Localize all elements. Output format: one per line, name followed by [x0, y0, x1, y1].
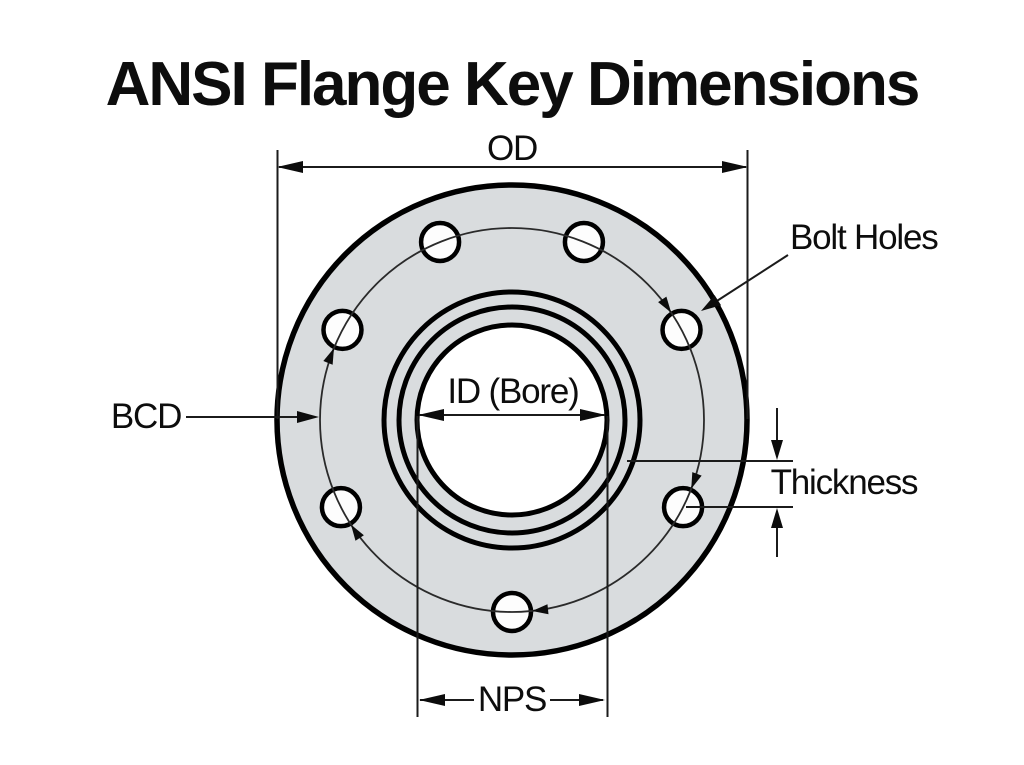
bcd-arc-arrowhead [323, 348, 334, 365]
dimension-annotations: OD ID (Bore) NPS BCD Bolt Holes [111, 129, 940, 719]
page-title: ANSI Flange Key Dimensions [106, 50, 919, 119]
bcd-arc-arrowhead [691, 472, 702, 489]
nps-arrowhead-left [419, 694, 445, 706]
id-arrowhead-left [418, 409, 444, 421]
bcd-arc-arrowhead [658, 296, 672, 313]
bore-circle [414, 322, 610, 518]
nps-label: NPS [478, 680, 546, 719]
bolt-holes-leader-arrowhead [701, 295, 722, 311]
thickness-label: Thickness [771, 463, 918, 502]
thickness-arrowhead-bottom [771, 508, 783, 528]
bolt-holes-leader-line [705, 254, 789, 309]
bcd-label: BCD [111, 397, 181, 436]
bcd-arc-arrowhead [532, 604, 549, 615]
thickness-arrowhead-top [771, 440, 783, 460]
bcd-arc-arrowhead [350, 524, 364, 541]
raised-face-ring-1 [381, 289, 643, 551]
od-arrowhead-left [277, 161, 303, 173]
id-arrowhead-right [580, 409, 606, 421]
bolt-circle-line [319, 227, 705, 613]
flange-body [274, 182, 750, 658]
od-arrowhead-right [722, 161, 748, 173]
od-label: OD [487, 129, 537, 168]
nps-arrowhead-right [579, 694, 605, 706]
id-bore-label: ID (Bore) [447, 372, 578, 411]
bolt-holes-label: Bolt Holes [790, 218, 938, 257]
bcd-leader-arrowhead [297, 411, 319, 423]
raised-face-ring-2 [396, 304, 628, 536]
